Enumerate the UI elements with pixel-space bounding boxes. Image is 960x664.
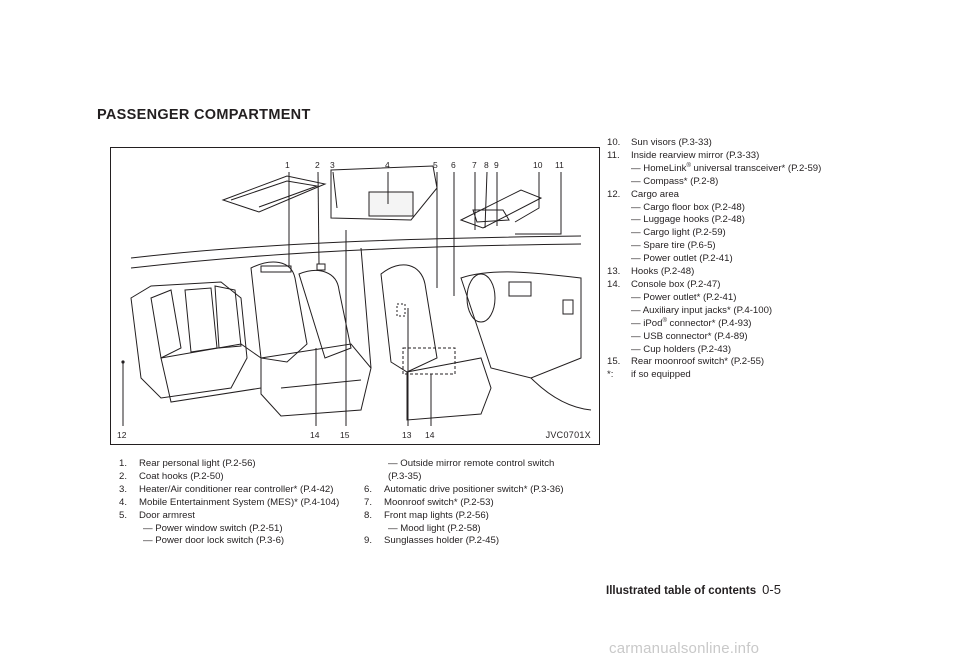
sub-item: — Spare tire (P.6-5): [631, 240, 716, 252]
interior-drawing: [121, 165, 592, 426]
sub-item: — Power door lock switch (P.3-6): [143, 535, 285, 547]
sub-item: — USB connector* (P.4-89): [631, 330, 748, 342]
callout-10: 10: [533, 160, 543, 170]
list-item-continued: — Outside mirror remote control switch (…: [364, 458, 594, 484]
sub-item: — Mood light (P.2-58): [388, 522, 481, 534]
sub-item: — HomeLink® universal transceiver* (P.2-…: [631, 162, 822, 174]
page-number: 0-5: [762, 582, 781, 597]
list-item: 1.Rear personal light (P.2-56): [119, 458, 256, 469]
callout-7: 7: [472, 160, 477, 170]
list-item: 5.Door armrest — Power window switch (P.…: [119, 510, 359, 549]
list-item: 7.Moonroof switch* (P.2-53): [364, 496, 494, 508]
sub-item: — Outside mirror remote control switch: [388, 458, 555, 469]
list-item: 6.Automatic drive positioner switch* (P.…: [364, 483, 564, 495]
list-item: 12.Cargo area — Cargo floor box (P.2-48)…: [607, 189, 867, 266]
legend-column-2: — Outside mirror remote control switch (…: [364, 458, 594, 548]
callout-8: 8: [484, 160, 489, 170]
callout-6: 6: [451, 160, 456, 170]
watermark: carmanualsonline.info: [609, 640, 760, 657]
callout-4: 4: [385, 160, 390, 170]
callout-14-right: 14: [425, 430, 435, 440]
callout-9: 9: [494, 160, 499, 170]
sub-item: — Cargo floor box (P.2-48): [631, 201, 745, 213]
callout-2: 2: [315, 160, 320, 170]
sub-item: — Cargo light (P.2-59): [631, 227, 726, 239]
sub-item: — Power window switch (P.2-51): [143, 522, 283, 534]
callout-14-left: 14: [310, 430, 320, 440]
sub-item: — Power outlet* (P.2-41): [631, 291, 737, 303]
sub-item: — Compass* (P.2-8): [631, 175, 719, 187]
callout-13: 13: [402, 430, 412, 440]
sub-item: — iPod® connector* (P.4-93): [631, 317, 752, 329]
callout-1: 1: [285, 160, 290, 170]
callout-15: 15: [340, 430, 350, 440]
legend-column-3: 10.Sun visors (P.3-33) 11.Inside rearvie…: [607, 137, 867, 382]
callout-5: 5: [433, 160, 438, 170]
callout-12: 12: [117, 430, 127, 440]
list-item: *:if so equipped: [607, 369, 691, 381]
callout-11: 11: [555, 160, 564, 170]
list-item: 11.Inside rearview mirror (P.3-33) — Hom…: [607, 150, 867, 189]
section-title: PASSENGER COMPARTMENT: [97, 107, 311, 123]
list-item: 3.Heater/Air conditioner rear controller…: [119, 483, 334, 495]
list-item: 13.Hooks (P.2-48): [607, 266, 695, 278]
sub-item: — Cup holders (P.2-43): [631, 343, 732, 355]
list-item: 2.Coat hooks (P.2-50): [119, 470, 224, 482]
figure-id: JVC0701X: [545, 430, 591, 440]
list-item: 8.Front map lights (P.2-56) — Mood light…: [364, 510, 594, 536]
callout-3: 3: [330, 160, 335, 170]
footer-title: Illustrated table of contents: [606, 585, 757, 597]
list-item: 14.Console box (P.2-47) — Power outlet* …: [607, 279, 867, 356]
sub-item: — Auxiliary input jacks* (P.4-100): [631, 304, 773, 316]
list-item: 9.Sunglasses holder (P.2-45): [364, 535, 500, 547]
sub-item-continued: (P.3-35): [388, 470, 422, 482]
list-item: 4.Mobile Entertainment System (MES)* (P.…: [119, 496, 340, 508]
legend-column-1: 1.Rear personal light (P.2-56) 2.Coat ho…: [119, 458, 359, 548]
sub-item: — Power outlet (P.2-41): [631, 253, 733, 265]
passenger-compartment-illustration: 1 2 3 4 5 6 7 8 9 10 11 12 14 15 13 14 J…: [110, 147, 600, 445]
sub-item: — Luggage hooks (P.2-48): [631, 214, 745, 226]
list-item: 10.Sun visors (P.3-33): [607, 137, 712, 148]
list-item: 15.Rear moonroof switch* (P.2-55): [607, 356, 765, 368]
page-footer: Illustrated table of contents 0-5: [606, 582, 781, 597]
